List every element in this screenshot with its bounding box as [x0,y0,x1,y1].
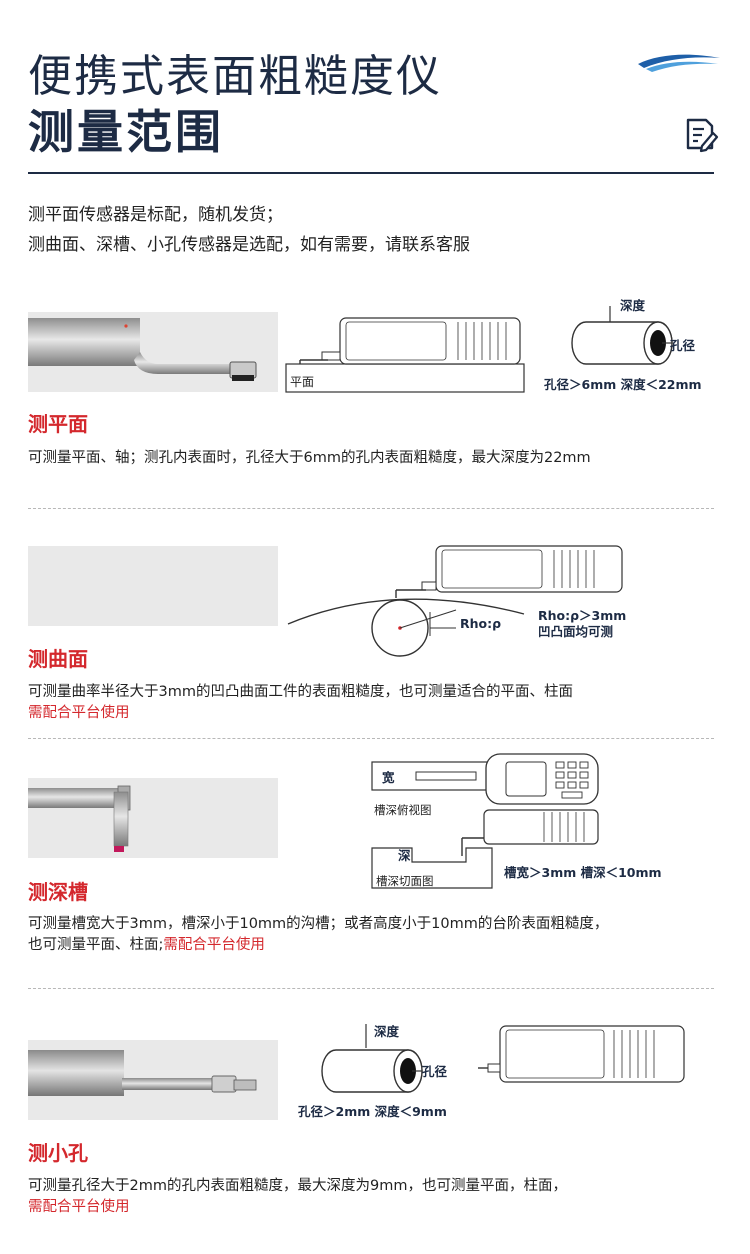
section-title-flat: 测平面 [28,412,88,436]
groove-desc-line-1: 可测量槽宽大于3mm，槽深小于10mm的沟槽；或者高度小于10mm的台阶表面粗糙… [28,916,609,932]
section-desc-groove-2: 也可测量平面、柱面;需配合平台使用 [28,933,265,954]
flat-sensor-probe-illustration [28,318,257,381]
section-title-hole: 测小孔 [28,1141,88,1165]
section-divider [28,738,714,739]
groove-desc-line-2: 也可测量平面、柱面; [28,937,164,953]
section-desc-groove-1: 可测量槽宽大于3mm，槽深小于10mm的沟槽；或者高度小于10mm的台阶表面粗糙… [28,912,608,933]
rho-label: Rho:ρ [460,616,501,631]
hole-bore-label: 孔径 [422,1064,448,1079]
groove-diagram: 宽 槽深俯视图 深 槽深切面图 槽宽＞3mm 槽深＜10mm [371,753,662,889]
groove-spec-label: 槽宽＞3mm 槽深＜10mm [504,865,662,880]
header-divider [28,172,714,174]
small-hole-bore-diagram: 深度 孔径 孔径＞2mm 深度＜9mm [298,1024,448,1119]
small-hole-probe-illustration [28,1050,257,1096]
intro-line-2: 测曲面、深槽、小孔传感器是选配，如有需要，请联系客服 [28,235,470,255]
section-note-curve: 需配合平台使用 [28,705,130,721]
groove-depth-label: 深 [398,848,411,863]
document-pen-icon [686,118,719,153]
section-title-curve: 测曲面 [28,647,88,671]
section-desc-flat: 可测量平面、轴；测孔内表面时，孔径大于6mm的孔内表面粗糙度，最大深度为22mm [28,450,591,466]
section-desc-curve: 可测量曲率半径大于3mm的凹凸曲面工件的表面粗糙度，也可测量适合的平面、柱面 [28,684,573,700]
curve-spec-label-2: 凹凸面均可测 [538,624,613,639]
curved-measurement-diagram: Rho:ρ Rho:ρ＞3mm 凹凸面均可测 [287,545,626,657]
groove-sensor-photo [28,778,278,858]
section-note-groove: 需配合平台使用 [163,937,265,953]
intro-line-1: 测平面传感器是标配，随机发货； [28,205,283,225]
groove-sensor-probe-illustration [28,785,131,852]
flat-measurement-diagram: 平面 [285,317,525,393]
small-hole-sensor-photo [28,1040,278,1120]
section-divider [28,508,714,509]
page-subtitle: 测量范围 [28,105,224,159]
small-hole-device-diagram [478,1025,685,1083]
groove-section-view-label: 槽深切面图 [376,874,434,888]
curve-spec-label-1: Rho:ρ＞3mm [538,608,626,623]
depth-label: 深度 [620,298,646,313]
groove-width-label: 宽 [381,770,395,785]
bore-label: 孔径 [670,338,696,353]
section-desc-hole: 可测量孔径大于2mm的孔内表面粗糙度，最大深度为9mm，也可测量平面，柱面， [28,1178,567,1194]
flat-spec-label: 孔径＞6mm 深度＜22mm [544,377,702,392]
section-note-hole: 需配合平台使用 [28,1199,130,1215]
hole-spec-label: 孔径＞2mm 深度＜9mm [298,1104,447,1119]
section-divider [28,988,714,989]
platform-label: 平面 [290,375,314,389]
groove-top-view-label: 槽深俯视图 [374,803,432,817]
flat-bore-diagram: 深度 孔径 孔径＞6mm 深度＜22mm [544,298,702,392]
curved-sensor-photo [28,546,278,626]
section-title-groove: 测深槽 [28,880,88,904]
hole-depth-label: 深度 [374,1024,400,1039]
wave-logo-icon [638,54,720,72]
page-title: 便携式表面粗糙度仪 [28,51,442,102]
flat-sensor-photo [28,312,278,392]
